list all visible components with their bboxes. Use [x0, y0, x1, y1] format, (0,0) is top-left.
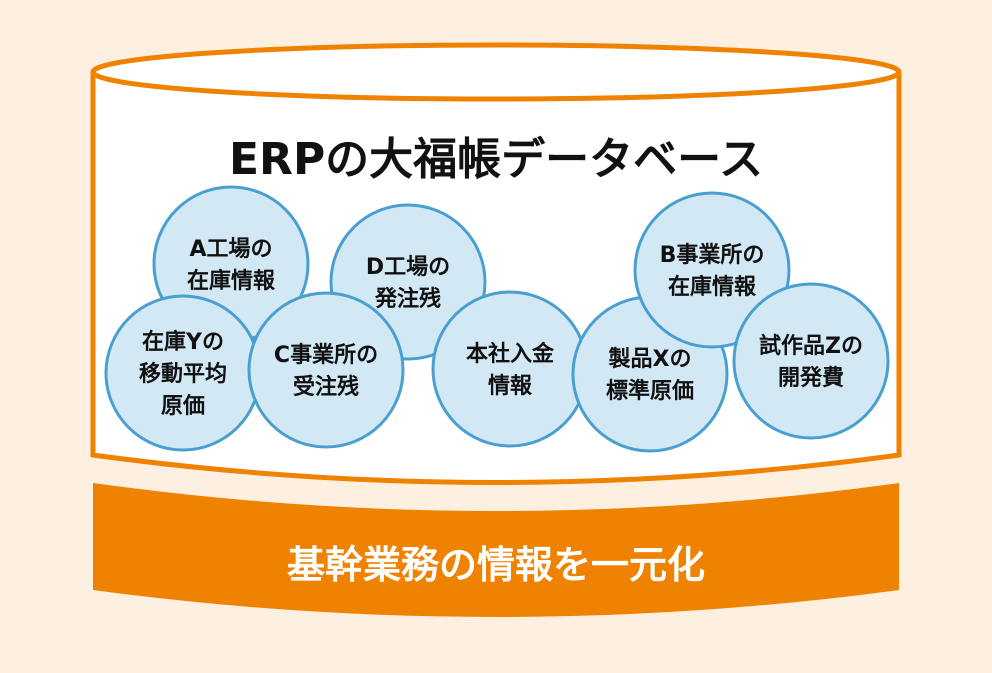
bubble-label-line: A工場の: [189, 237, 272, 262]
bubble-circle: [249, 293, 403, 447]
bubble-label-line: 製品Xの: [608, 346, 692, 372]
band-label: 基幹業務の情報を一元化: [287, 543, 705, 587]
bubble-prototype-z-dev-cost: 試作品Zの開発費: [734, 284, 888, 438]
bubble-label-line: 在庫Yの: [142, 329, 224, 355]
database-cylinder-top: [93, 45, 899, 99]
bubble-label-line: D工場の: [366, 255, 450, 280]
bubble-label-line: 標準原価: [606, 378, 694, 404]
bubble-circle: [433, 292, 587, 446]
bubble-label-line: 開発費: [778, 366, 844, 391]
bubble-inventory-y-moving-average: 在庫Yの移動平均原価: [106, 296, 260, 450]
bubble-label-line: C事業所の: [274, 342, 378, 368]
bubble-label-line: 発注残: [374, 286, 441, 312]
bubble-hq-payment-info: 本社入金情報: [433, 292, 587, 446]
bubble-label-line: B事業所の: [660, 242, 765, 268]
bubble-label-line: 移動平均: [139, 361, 227, 387]
bubble-circle: [734, 284, 888, 438]
bubble-label-line: 在庫情報: [668, 274, 757, 300]
bubble-label-line: 試作品Zの: [759, 333, 863, 359]
bubble-label-line: 受注残: [293, 374, 359, 400]
bubble-label-line: 在庫情報: [187, 268, 276, 294]
database-title: ERPの大福帳データベース: [229, 134, 763, 185]
bubble-label-line: 本社入金: [466, 341, 555, 367]
bubble-label-line: 情報: [488, 373, 533, 399]
bubble-label-line: 原価: [161, 394, 205, 419]
bubble-c-office-order-backlog: C事業所の受注残: [249, 293, 403, 447]
